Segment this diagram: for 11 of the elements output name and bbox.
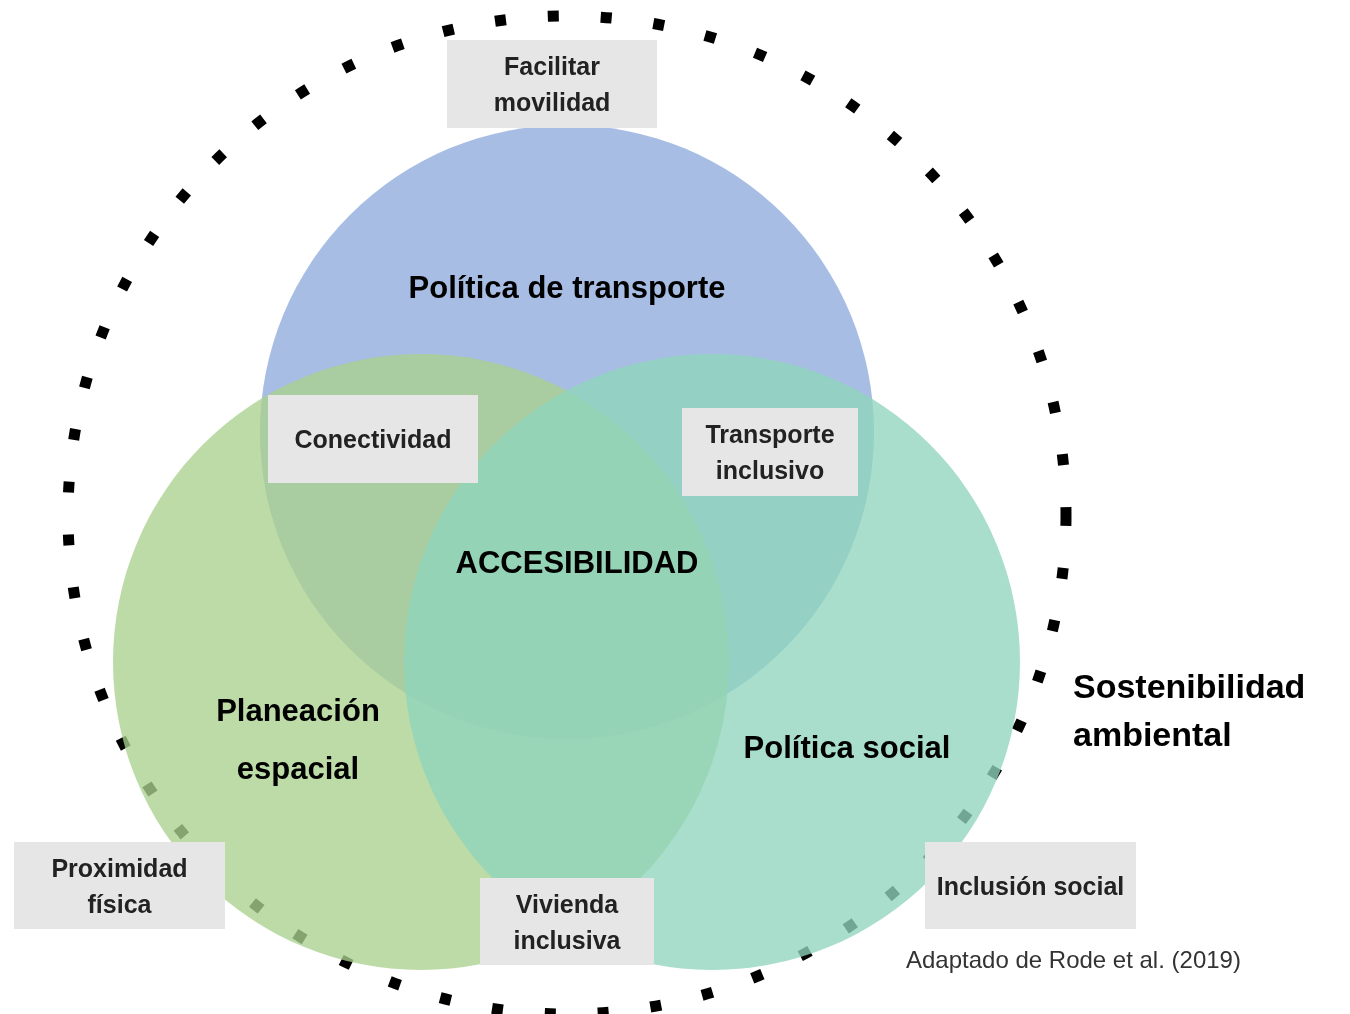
ring-heading: Sostenibilidad ambiental (1073, 666, 1307, 755)
source-caption: Adaptado de Rode et al. (2019) (906, 945, 1241, 975)
label-box: Proximidad física (14, 842, 225, 929)
label-box: Transporte inclusivo (682, 408, 858, 496)
label-box: Inclusión social (925, 842, 1136, 929)
label-box: Conectividad (268, 395, 478, 483)
label-box: Vivienda inclusiva (480, 878, 654, 965)
center-label: ACCESIBILIDAD (454, 544, 700, 582)
circle-title: Planeación espacial (215, 692, 381, 788)
circle-title: Política de transporte (407, 269, 727, 307)
circle-title: Política social (742, 729, 952, 767)
